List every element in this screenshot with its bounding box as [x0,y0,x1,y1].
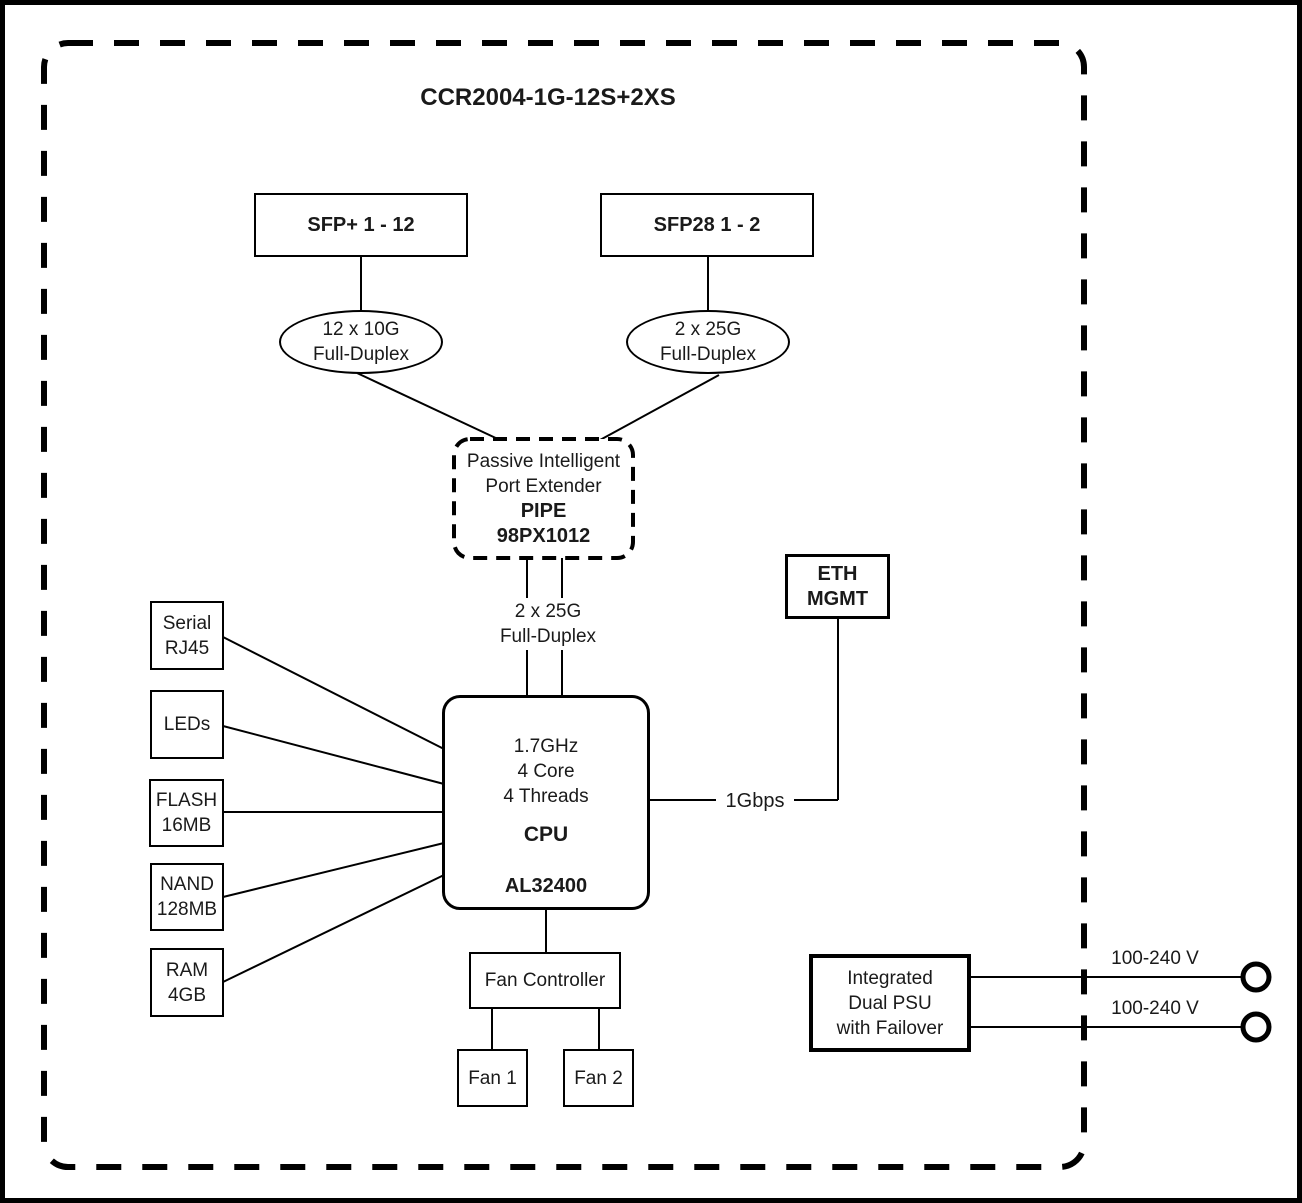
node-link-25g: 2 x 25G Full-Duplex [626,310,790,374]
edge-label-pipe-cpu: 2 x 25G Full-Duplex [488,598,608,650]
cpu-model: AL32400 [504,875,588,897]
ram-line1: RAM [165,959,209,981]
ac-inlet-1-icon [1240,961,1272,993]
connector-25g-pipe [599,374,720,441]
nand-line1: NAND [160,874,214,895]
link-10g-line2: Full-Duplex [312,344,410,365]
psu-line2: Dual PSU [848,992,932,1014]
node-psu: Integrated Dual PSU with Failover [809,954,971,1052]
connector-leds-cpu [222,725,445,785]
pipe-line1: Passive Intelligent [466,451,621,472]
link-25g-line2: Full-Duplex [659,344,757,365]
cpu-spec-cores: 4 Core [517,760,575,782]
fan2-label: Fan 2 [574,1067,623,1089]
sfp-plus-label: SFP+ 1 - 12 [307,213,415,236]
psu-line3: with Failover [836,1017,944,1039]
node-leds: LEDs [150,690,224,759]
node-eth-mgmt: ETH MGMT [785,554,890,619]
pipe-name: PIPE [520,500,567,522]
cpu-inner-box: 1.7GHz 4 Core 4 Threads CPU [474,724,618,856]
ram-line2: 4GB [167,984,207,1006]
edge-label-ac1: 100-240 V [1105,946,1205,971]
node-link-10g: 12 x 10G Full-Duplex [279,310,443,374]
nand-line2: 128MB [156,899,218,920]
cpu-spec-clock: 1.7GHz [513,735,579,757]
edge-label-ac2: 100-240 V [1105,996,1205,1021]
node-nand: NAND 128MB [150,863,224,931]
flash-line1: FLASH [155,790,218,811]
fan1-label: Fan 1 [468,1067,517,1089]
flash-line2: 16MB [161,815,212,836]
leds-label: LEDs [163,714,211,735]
diagram-title: CCR2004-1G-12S+2XS [420,84,676,111]
serial-line2: RJ45 [164,637,210,659]
node-serial: Serial RJ45 [150,601,224,670]
cpu-label: CPU [523,822,569,846]
node-fan2: Fan 2 [563,1049,634,1107]
fan-controller-label: Fan Controller [484,970,606,991]
node-sfp-plus-ports: SFP+ 1 - 12 [254,193,468,257]
cpu-spec-threads: 4 Threads [503,785,589,807]
device-boundary [41,40,1087,1170]
pipe-model: 98PX1012 [496,525,591,547]
node-fan1: Fan 1 [457,1049,528,1107]
node-fan-controller: Fan Controller [469,952,621,1009]
node-cpu: AL32400 [442,695,650,910]
edge-label-1gbps: 1Gbps [716,788,794,815]
link-25g-line1: 2 x 25G [674,319,742,340]
pipe-cpu-line2: Full-Duplex [499,626,597,647]
eth-mgmt-line2: MGMT [806,587,869,610]
connector-serial-cpu [222,636,445,750]
pipe-box-border [452,437,635,560]
node-sfp28-ports: SFP28 1 - 2 [600,193,814,257]
serial-line1: Serial [162,612,212,634]
connector-ram-cpu [222,874,445,983]
pipe-line2: Port Extender [485,476,602,497]
psu-line1: Integrated [847,967,933,989]
node-flash: FLASH 16MB [149,779,224,847]
connector-10g-pipe [356,372,501,441]
node-pipe: Passive Intelligent Port Extender PIPE 9… [456,443,631,555]
pipe-cpu-line1: 2 x 25G [514,601,582,622]
link-10g-line1: 12 x 10G [322,319,400,340]
ac-inlet-2-icon [1240,1011,1272,1043]
connector-nand-cpu [222,842,445,898]
eth-mgmt-line1: ETH [817,562,858,585]
sfp28-label: SFP28 1 - 2 [653,213,761,236]
node-ram: RAM 4GB [150,948,224,1017]
